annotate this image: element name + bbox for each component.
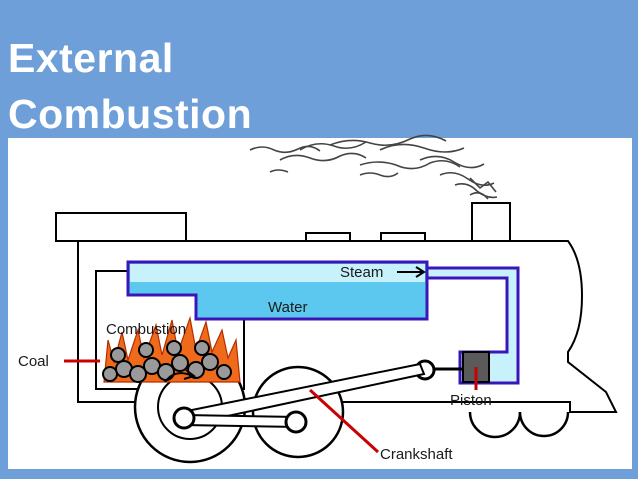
coal-lump xyxy=(194,340,210,356)
coal-pile xyxy=(102,340,232,383)
smoke-puff xyxy=(379,143,465,153)
rotation-arrow xyxy=(164,372,194,383)
small-wheel-rear xyxy=(518,411,570,438)
water-label: Water xyxy=(268,299,307,316)
coupling-rod xyxy=(183,413,299,429)
smoke-puff xyxy=(249,145,321,154)
piston-label: Piston xyxy=(450,392,492,409)
smoke-puff xyxy=(359,159,461,170)
smoke-puff xyxy=(469,191,489,200)
coal-lump xyxy=(110,347,126,363)
coal-lump xyxy=(129,365,147,383)
steam-space xyxy=(130,264,425,282)
smoke-puff xyxy=(439,171,495,187)
rear-crank-pin xyxy=(284,410,308,434)
coal-lump xyxy=(201,353,219,371)
smoke-puff xyxy=(359,172,399,178)
smoke-puff xyxy=(299,141,367,151)
cab-roof xyxy=(55,212,187,242)
coal-lump xyxy=(171,354,189,372)
coal-lump xyxy=(157,363,175,381)
chimney xyxy=(471,202,511,244)
smoke-puff xyxy=(454,183,498,199)
smoke-puff xyxy=(469,177,497,193)
steam-pipe xyxy=(425,266,520,385)
small-wheel-front xyxy=(468,411,522,439)
coal-lump xyxy=(166,340,182,356)
coal-label: Coal xyxy=(18,353,49,370)
crank-pin xyxy=(172,406,196,430)
slide-title: External Combustion Engines xyxy=(8,35,253,193)
steam-label: Steam xyxy=(340,264,383,281)
steam-arrowhead xyxy=(415,266,426,278)
crankshaft-pointer xyxy=(308,388,380,454)
smoke-puff xyxy=(419,155,485,169)
smoke-puff xyxy=(329,134,447,147)
coal-lump xyxy=(216,364,232,380)
combustion-label: Combustion xyxy=(106,321,186,338)
coal-lump xyxy=(138,342,154,358)
rotation-arrowhead xyxy=(183,369,197,380)
smoke xyxy=(249,134,498,200)
smoke-puff xyxy=(279,152,367,162)
crankshaft-label: Crankshaft xyxy=(380,446,453,463)
coal-lump xyxy=(102,366,118,382)
smoke-puff xyxy=(269,169,289,173)
